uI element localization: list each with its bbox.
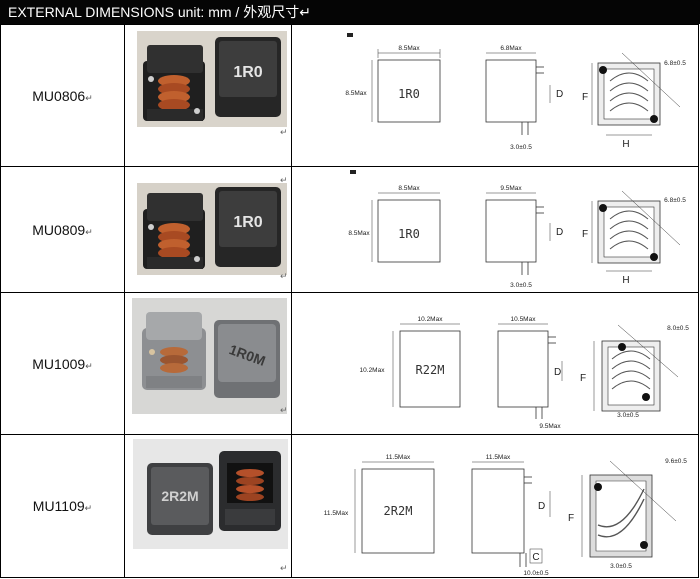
svg-text:1R0: 1R0 [398, 227, 420, 241]
dimension-drawing: 8.5Max 8.5Max 1R0 9.5Max D 3.0±0.5 [292, 167, 698, 293]
model-cell: MU0806↵ [1, 25, 125, 166]
table-row: MU0806↵ 1R [1, 25, 698, 166]
svg-text:D: D [554, 367, 561, 378]
svg-text:D: D [538, 501, 545, 512]
svg-text:6.8Max: 6.8Max [500, 45, 522, 52]
dimensions-table: MU0806↵ 1R [0, 24, 699, 578]
svg-text:F: F [582, 229, 588, 240]
svg-text:8.5Max: 8.5Max [398, 185, 420, 192]
svg-text:9.6±0.5: 9.6±0.5 [665, 458, 687, 465]
header-title: EXTERNAL DIMENSIONS unit: mm / 外观尺寸↵ [0, 0, 700, 24]
model-name: MU0806↵ [32, 87, 93, 104]
photo-cell: 1R0M ↵ [125, 293, 292, 434]
svg-text:H: H [622, 139, 629, 150]
svg-text:8.5Max: 8.5Max [345, 90, 367, 97]
svg-text:2R2M: 2R2M [384, 504, 413, 518]
svg-text:F: F [580, 373, 586, 384]
svg-text:10.0±0.5: 10.0±0.5 [523, 570, 549, 577]
photo-cell: 1R0 ↵ ↵ [125, 167, 292, 292]
return-mark: ↵ [280, 271, 288, 281]
svg-text:3.0±0.5: 3.0±0.5 [510, 282, 532, 289]
svg-text:H: H [622, 275, 629, 286]
svg-text:11.5Max: 11.5Max [386, 454, 411, 461]
svg-text:9.5Max: 9.5Max [539, 423, 561, 430]
svg-text:10.2Max: 10.2Max [360, 367, 386, 374]
photo-cell: 1R0 ↵ [125, 25, 292, 166]
model-cell: MU0809↵ [1, 167, 125, 292]
inductor-photo: 1R0 [137, 31, 287, 127]
svg-text:3.0±0.5: 3.0±0.5 [617, 412, 639, 419]
svg-text:6.8±0.5: 6.8±0.5 [664, 60, 686, 67]
table-row: MU1009↵ 1R0M ↵ [1, 292, 698, 434]
svg-text:1R0: 1R0 [398, 87, 420, 101]
dimension-drawing: 10.2Max 10.2Max R22M 10.5Max D 9.5Max [292, 293, 698, 435]
svg-text:3.0±0.5: 3.0±0.5 [610, 563, 632, 570]
photo-marking: 2R2M [161, 488, 198, 504]
svg-text:R22M: R22M [416, 363, 445, 377]
model-cell: MU1109↵ [1, 435, 125, 577]
photo-marking: 1R0 [233, 214, 262, 231]
inductor-photo: 2R2M [133, 439, 288, 549]
svg-text:10.5Max: 10.5Max [511, 316, 537, 323]
svg-text:9.5Max: 9.5Max [500, 185, 522, 192]
return-mark: ↵ [280, 563, 288, 573]
dimension-drawing: 11.5Max 11.5Max 2R2M 11.5Max D C 10.0±0.… [292, 435, 698, 578]
svg-text:3.0±0.5: 3.0±0.5 [510, 144, 532, 151]
inductor-photo: 1R0 [137, 183, 287, 275]
svg-text:D: D [556, 227, 563, 238]
svg-text:F: F [582, 92, 588, 103]
return-mark: ↵ [280, 175, 288, 185]
drawing-cell: 8.5Max 8.5Max 1R0 9.5Max D 3.0±0.5 [292, 167, 698, 292]
model-name: MU1109↵ [32, 498, 93, 514]
table-row: MU0809↵ 1R0 [1, 166, 698, 292]
svg-text:8.5Max: 8.5Max [348, 230, 370, 237]
return-mark: ↵ [280, 127, 288, 137]
drawing-cell: 11.5Max 11.5Max 2R2M 11.5Max D C 10.0±0.… [292, 435, 698, 577]
svg-text:11.5Max: 11.5Max [486, 454, 511, 461]
drawing-cell: 10.2Max 10.2Max R22M 10.5Max D 9.5Max [292, 293, 698, 434]
model-cell: MU1009↵ [1, 293, 125, 434]
svg-text:F: F [568, 513, 574, 524]
svg-text:6.8±0.5: 6.8±0.5 [664, 197, 686, 204]
drawing-cell: 8.5Max 8.5Max 1R0 6.8Max D 3.0±0.5 [292, 25, 698, 166]
model-name: MU1009↵ [32, 355, 93, 372]
dimension-drawing: 8.5Max 8.5Max 1R0 6.8Max D 3.0±0.5 [292, 25, 698, 166]
svg-text:11.5Max: 11.5Max [324, 510, 349, 517]
model-name: MU0809↵ [32, 221, 93, 238]
svg-text:D: D [556, 89, 563, 100]
svg-text:C: C [532, 552, 539, 563]
inductor-photo: 1R0M [132, 298, 287, 414]
photo-cell: 2R2M ↵ [125, 435, 292, 577]
svg-text:10.2Max: 10.2Max [418, 316, 444, 323]
photo-marking: 1R0 [233, 64, 262, 81]
table-row: MU1109↵ 2R2M ↵ [1, 434, 698, 577]
svg-text:8.5Max: 8.5Max [398, 45, 420, 52]
svg-text:8.0±0.5: 8.0±0.5 [667, 325, 689, 332]
return-mark: ↵ [280, 405, 288, 415]
